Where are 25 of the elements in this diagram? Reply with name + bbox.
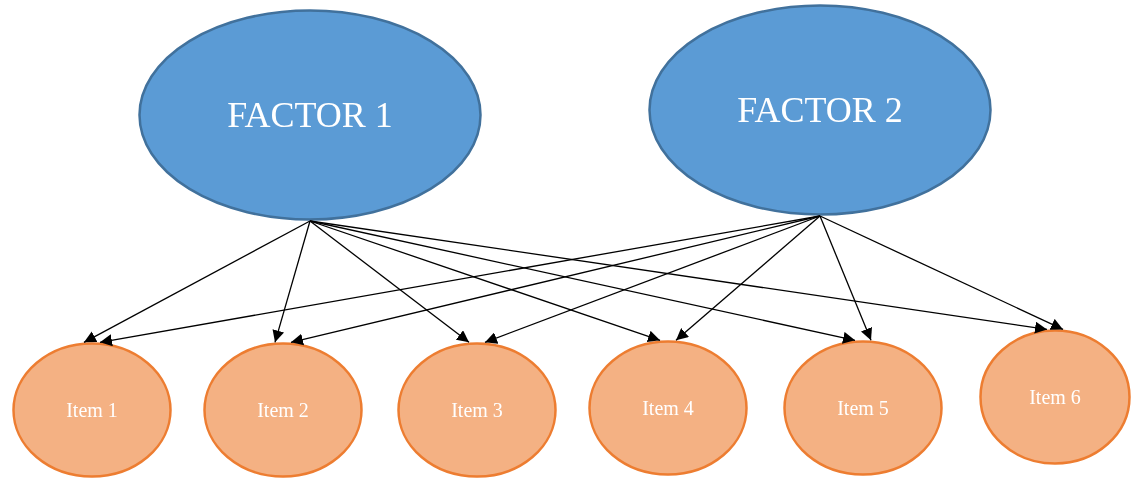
arrow bbox=[675, 215, 821, 341]
factor-label: FACTOR 2 bbox=[736, 89, 904, 131]
item-ellipse bbox=[397, 342, 557, 478]
arrow bbox=[309, 220, 1048, 334]
arrow bbox=[309, 220, 470, 343]
item-label: Item 1 bbox=[65, 398, 119, 422]
arrow bbox=[819, 215, 1064, 331]
arrow bbox=[272, 220, 311, 343]
item-ellipse bbox=[12, 342, 172, 478]
item-ellipse bbox=[783, 340, 943, 476]
item-label: Item 5 bbox=[836, 396, 890, 420]
item-ellipse bbox=[203, 342, 363, 478]
item-label: Item 2 bbox=[256, 398, 310, 422]
arrow bbox=[819, 215, 872, 341]
factor-ellipse bbox=[648, 4, 992, 216]
arrow bbox=[309, 220, 661, 343]
item-ellipse bbox=[588, 340, 748, 476]
factor-label: FACTOR 1 bbox=[226, 94, 394, 136]
item-ellipse bbox=[979, 329, 1131, 465]
item-label: Item 6 bbox=[1028, 385, 1082, 409]
item-label: Item 4 bbox=[641, 396, 695, 420]
item-label: Item 3 bbox=[450, 398, 504, 422]
arrow bbox=[484, 215, 821, 344]
factor-ellipse bbox=[138, 9, 482, 221]
arrow bbox=[83, 220, 311, 343]
